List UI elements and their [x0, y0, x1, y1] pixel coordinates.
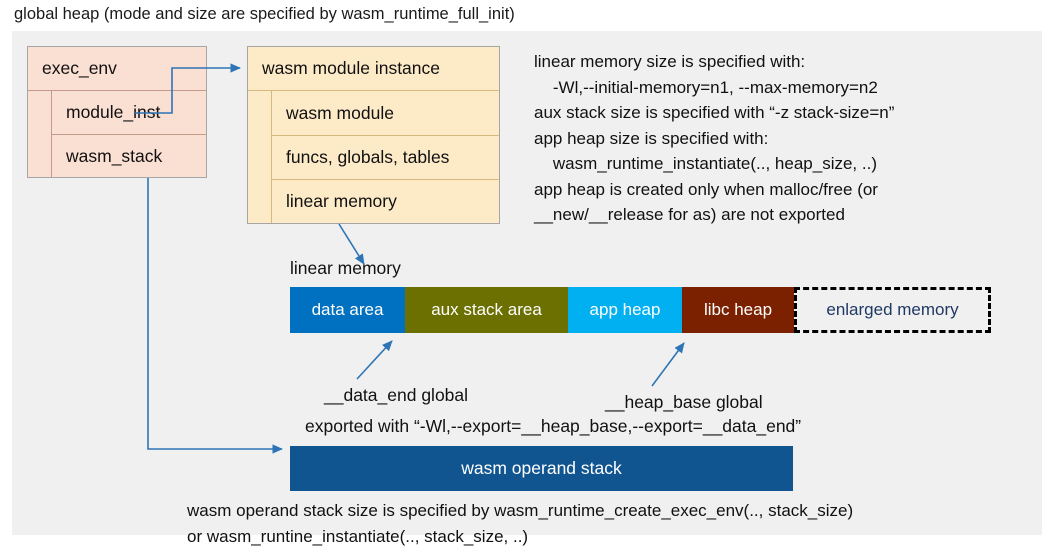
- wasm-module-instance-body: wasm module funcs, globals, tables linea…: [248, 91, 499, 223]
- heap-base-arrow: [651, 342, 685, 387]
- exported-with-note: exported with “-Wl,--export=__heap_base,…: [305, 416, 802, 436]
- diagram-canvas: exec_env module_inst wasm_stack wasm mod…: [12, 31, 1042, 546]
- exec-env-title: exec_env: [28, 47, 206, 91]
- module-instance-field-linear-memory: linear memory: [272, 179, 499, 223]
- exec-env-fields: module_inst wasm_stack: [52, 91, 206, 177]
- configuration-notes: linear memory size is specified with: -W…: [534, 52, 895, 224]
- memory-segment-data-area: data area: [290, 287, 405, 333]
- exec-env-box: exec_env module_inst wasm_stack: [27, 46, 207, 178]
- data-end-arrow: [356, 340, 393, 380]
- wasm-module-instance-box: wasm module instance wasm module funcs, …: [247, 46, 500, 224]
- exec-env-gutter: [28, 91, 52, 177]
- memory-segment-enlarged-memory: enlarged memory: [794, 287, 991, 333]
- page-title: global heap (mode and size are specified…: [14, 5, 515, 23]
- wasm-operand-stack-bar: wasm operand stack: [290, 446, 793, 491]
- data-end-callout: __data_end global: [324, 385, 469, 405]
- operand-stack-note: wasm operand stack size is specified by …: [187, 501, 854, 546]
- memory-segment-libc-heap: libc heap: [682, 287, 794, 333]
- wasm-module-instance-title: wasm module instance: [248, 47, 499, 91]
- wasm-module-instance-gutter: [248, 91, 272, 223]
- exec-env-field-wasm-stack: wasm_stack: [52, 134, 206, 177]
- heap-base-callout: __heap_base global: [605, 392, 763, 412]
- exec-env-body: module_inst wasm_stack: [28, 91, 206, 177]
- module-instance-field-funcs-globals-tables: funcs, globals, tables: [272, 135, 499, 179]
- memory-segment-aux-stack-area: aux stack area: [405, 287, 568, 333]
- exec-env-field-module-inst: module_inst: [66, 102, 161, 122]
- wasm-module-instance-fields: wasm module funcs, globals, tables linea…: [272, 91, 499, 223]
- linear-memory-bar-label: linear memory: [290, 258, 401, 278]
- module-instance-field-wasm-module: wasm module: [286, 102, 394, 123]
- memory-segment-app-heap: app heap: [568, 287, 682, 333]
